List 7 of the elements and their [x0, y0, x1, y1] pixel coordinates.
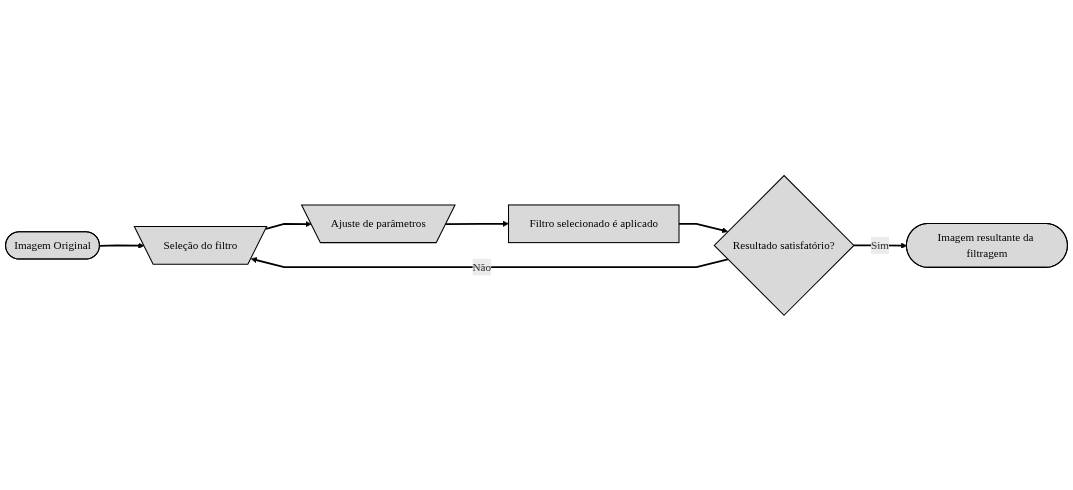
arrow: [250, 256, 729, 268]
edge-label: Não: [472, 260, 492, 273]
node-diamond: Resultado satisfatório?: [713, 174, 855, 316]
arrow: [265, 220, 312, 230]
node-box: Filtro selecionado é aplicado: [507, 204, 680, 243]
arrow: [445, 220, 509, 227]
edge-label: Sim: [871, 238, 889, 251]
